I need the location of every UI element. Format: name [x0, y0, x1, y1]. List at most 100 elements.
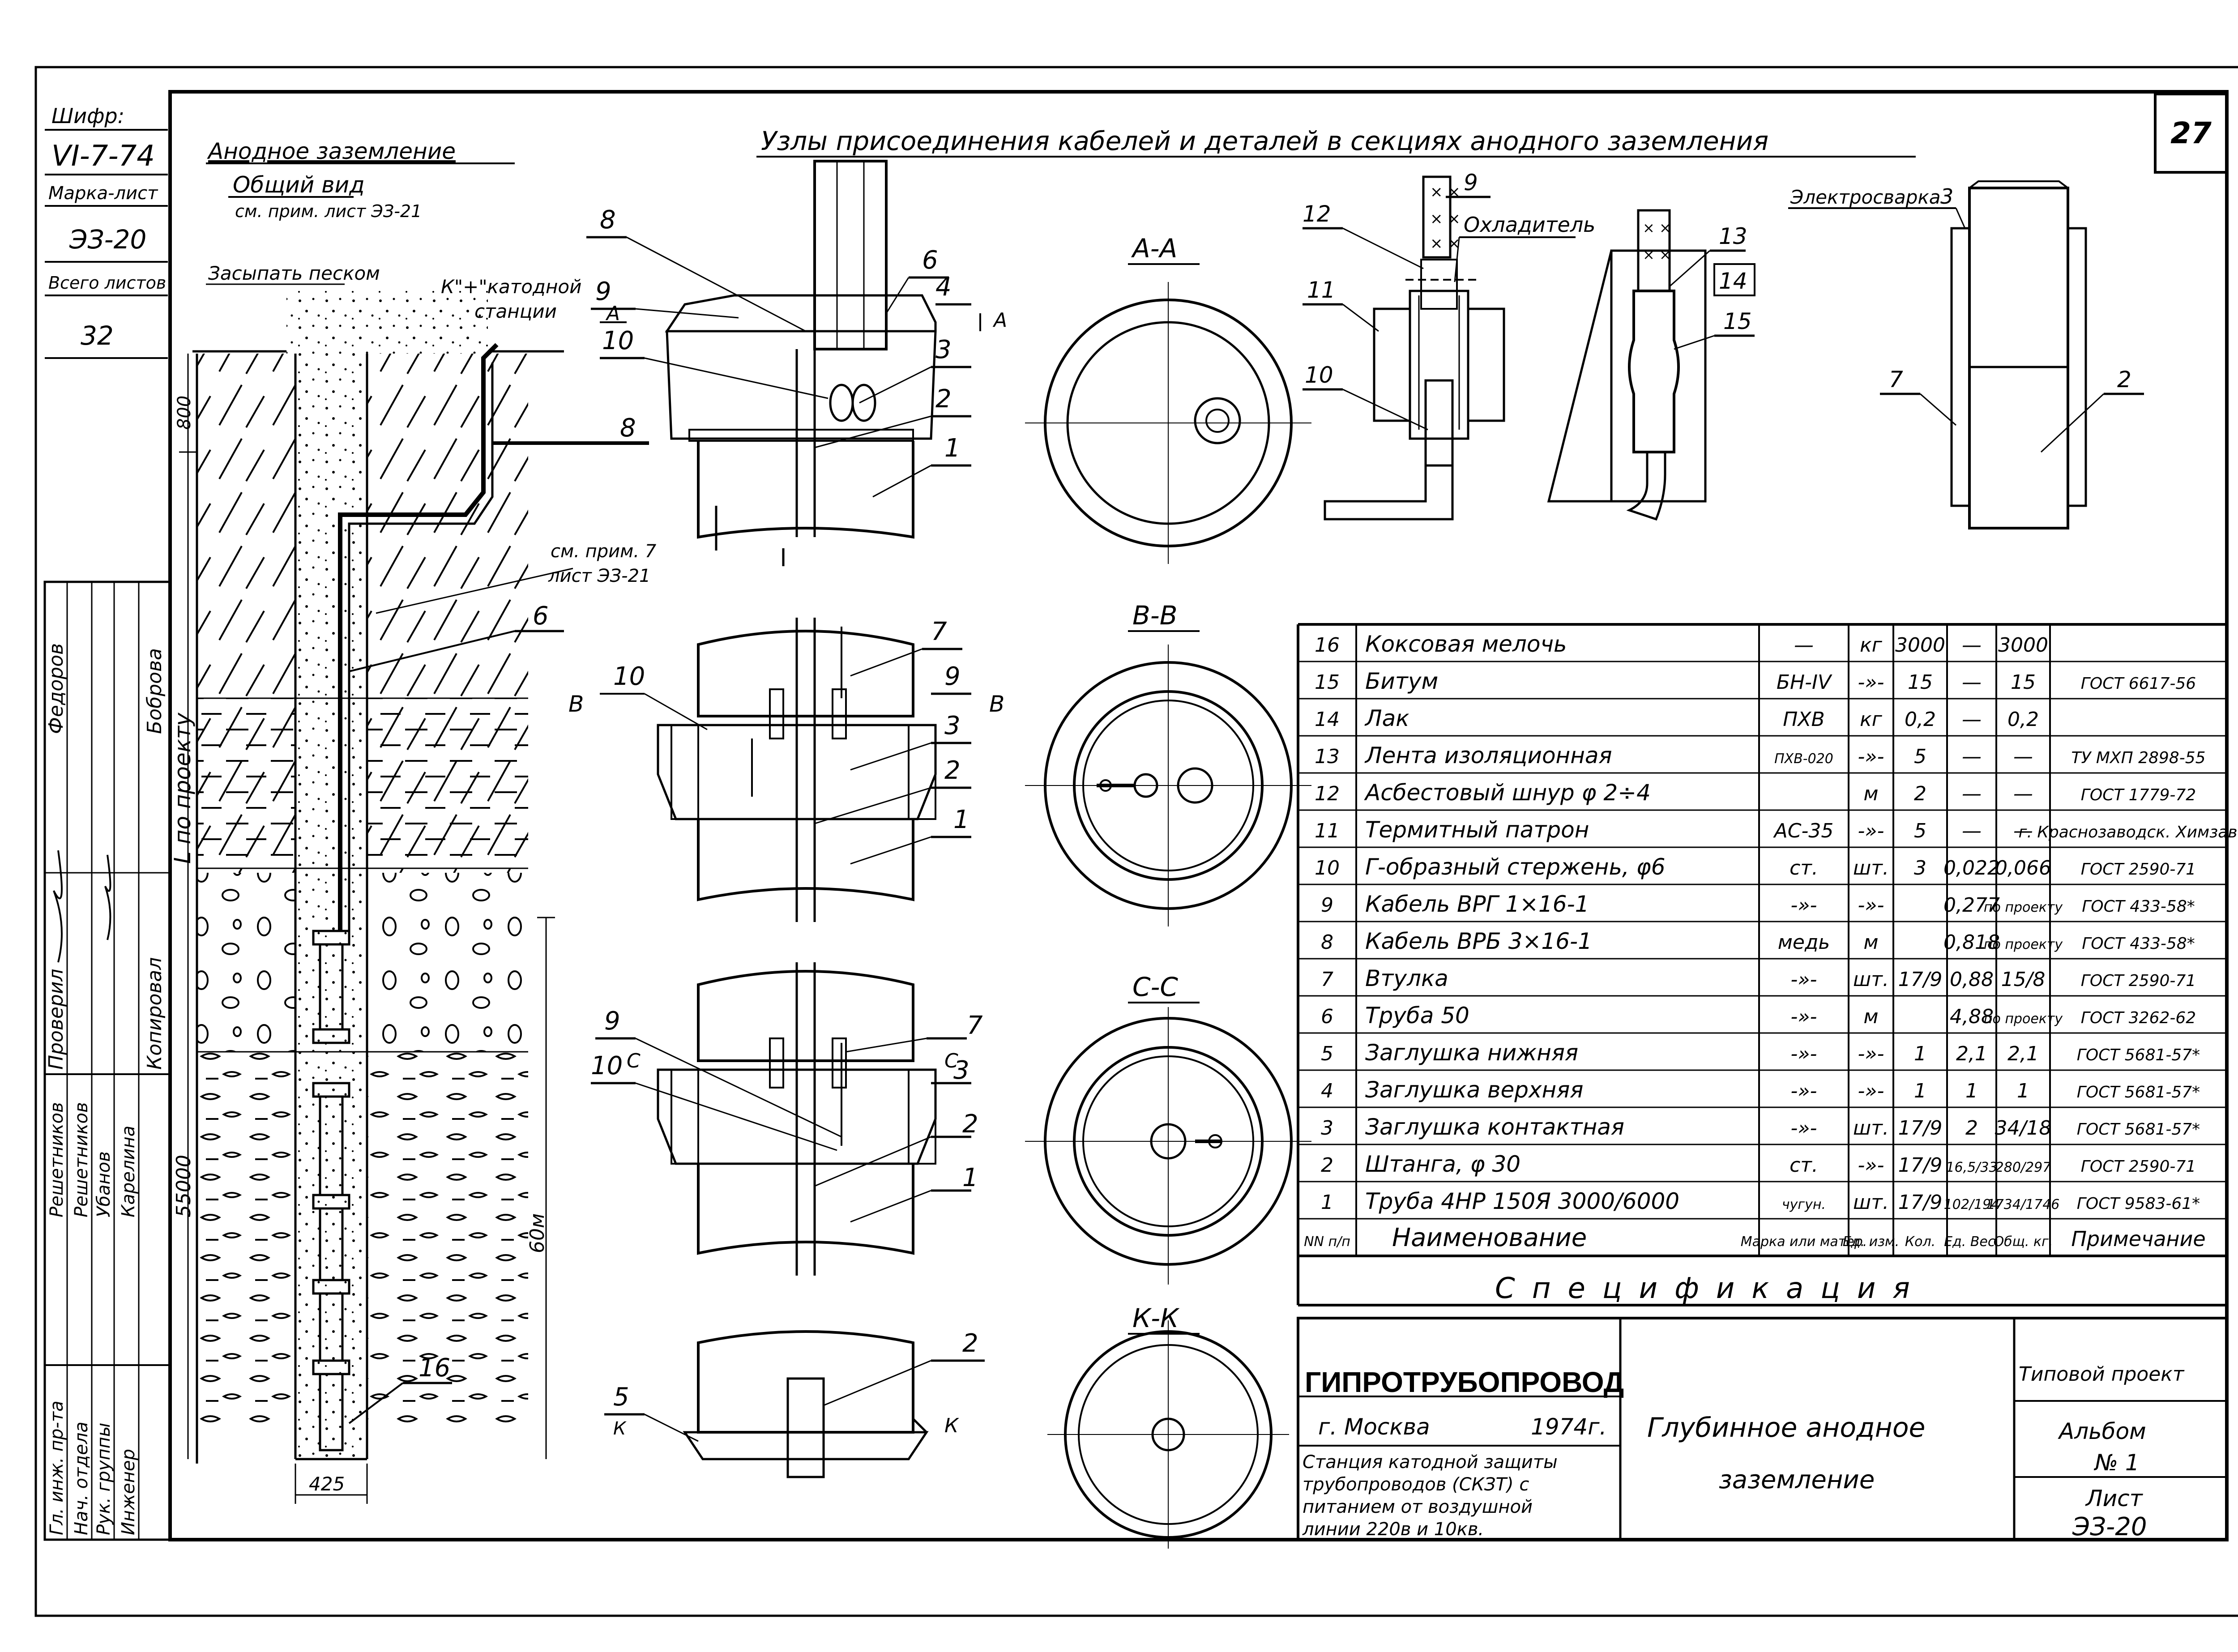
total-label: Всего листов [48, 273, 166, 293]
spec-cell-5-qty: 1 [1914, 1042, 1926, 1065]
tb-sheet-label: Лист [2085, 1486, 2144, 1511]
outer-frame [34, 66, 2238, 1617]
spec-cell-16-n: 16 [1315, 634, 1340, 657]
svg-text:× ×: × × [1430, 183, 1461, 201]
spec-cell-13-total_w: — [2013, 745, 2033, 768]
det-2: 2 [2117, 367, 2131, 393]
spec-cell-3-qty: 17/9 [1898, 1117, 1943, 1140]
spec-cell-15-unit: -»- [1858, 671, 1884, 694]
spec-cell-8-total_w: по проекту [1984, 937, 2063, 952]
spec-cell-8-name: Кабель ВРБ 3×16-1 [1365, 928, 1592, 954]
spec-cell-2-unit_w: 16,5/33 [1946, 1160, 1997, 1175]
spec-cell-13-note: ТУ МХП 2898-55 [2071, 749, 2205, 767]
spec-cell-9-note: ГОСТ 433-58* [2082, 897, 2195, 916]
spec-cell-2-unit: -»- [1858, 1154, 1884, 1177]
n2-c7: 7 [931, 617, 947, 646]
section-cc: С-С [1025, 972, 1311, 1285]
spec-cell-7-name: Втулка [1365, 965, 1448, 991]
cipher-value: VI-7-74 [51, 140, 155, 173]
spec-cell-1-note: ГОСТ 9583-61* [2077, 1195, 2200, 1213]
sheet-number: 27 [2170, 116, 2212, 150]
spec-cell-10-n: 10 [1315, 857, 1340, 879]
spec-cell-11-qty: 5 [1914, 820, 1926, 842]
cc-label: С-С [1132, 972, 1178, 1002]
spec-cell-12-n: 12 [1315, 782, 1340, 805]
spec-cell-13-qty: 5 [1914, 745, 1926, 768]
role-engineer: Инженер [118, 1449, 139, 1535]
name-bobrova: Боброва [143, 648, 166, 734]
spec-header-total_w: Общ. кг. [1994, 1234, 2053, 1250]
spec-cell-13-mark: ПХВ-020 [1774, 751, 1833, 767]
det-9: 9 [1464, 170, 1478, 196]
n3-c9: 9 [604, 1007, 620, 1036]
spec-cell-10-name: Г-образный стержень, φ6 [1365, 854, 1666, 880]
gv-callout-8: 8 [620, 414, 636, 443]
spec-header-mark: Марка или матер. [1741, 1234, 1867, 1250]
n3-c3: 3 [953, 1056, 970, 1085]
spec-cell-16-total_w: 3000 [1998, 634, 2048, 657]
spec-cell-14-qty: 0,2 [1905, 708, 1936, 731]
spec-cell-2-name: Штанга, φ 30 [1365, 1151, 1520, 1177]
node-3-callouts: 9 10 С 7 С 3 2 1 [591, 1007, 983, 1223]
spec-cell-3-name: Заглушка контактная [1365, 1114, 1624, 1140]
spec-cell-1-n: 1 [1321, 1191, 1333, 1214]
det-cooler: Охладитель [1464, 213, 1595, 237]
gv-callout-6: 6 [533, 602, 549, 631]
node-2-section [657, 618, 937, 922]
svg-text:× ×: × × [1643, 219, 1671, 236]
spec-cell-15-unit_w: — [1962, 671, 1982, 694]
spec-cell-9-unit_w: 0,277 [1943, 894, 2000, 917]
det-12: 12 [1303, 201, 1331, 227]
spec-cell-5-unit_w: 2,1 [1956, 1042, 1987, 1065]
mark-label: Марка-лист [48, 183, 158, 204]
handwritten-signature-1 [53, 850, 63, 963]
det-3: 3 [1940, 184, 1953, 209]
spec-cell-7-unit_w: 0,88 [1950, 968, 1994, 991]
cipher-column: Шифр: VI-7-74 Марка-лист ЭЗ-20 Всего лис… [45, 104, 168, 359]
spec-cell-15-n: 15 [1315, 671, 1340, 694]
role-group-lead: Рук. группы [94, 1423, 114, 1535]
spec-cell-4-note: ГОСТ 5681-57* [2077, 1083, 2200, 1101]
spec-cell-11-mark: АС-35 [1773, 820, 1834, 842]
spec-cell-1-unit_w: 102/194 [1944, 1197, 2000, 1212]
spec-cell-3-unit_w: 2 [1965, 1117, 1978, 1140]
spec-cell-8-mark: медь [1778, 931, 1830, 954]
spec-header-unit: Ед. изм. [1843, 1234, 1899, 1250]
n1-c2: 2 [935, 384, 952, 414]
spec-cell-1-total_w: 1734/1746 [1987, 1197, 2060, 1212]
spec-cell-3-mark: -»- [1791, 1117, 1817, 1140]
n1-c1: 1 [944, 434, 961, 463]
section-bb: В-В [1025, 600, 1311, 926]
n2-c1: 1 [953, 805, 970, 834]
n3-c7: 7 [967, 1011, 983, 1040]
spec-cell-14-n: 14 [1315, 708, 1340, 731]
svg-text:× ×: × × [1643, 246, 1671, 263]
tb-city: г. Москва [1318, 1414, 1430, 1440]
role-chief-engineer: Гл. инж. пр-та [47, 1400, 67, 1535]
det-10: 10 [1305, 362, 1333, 388]
gv-note7-1: см. прим. 7 [551, 541, 657, 562]
spec-cell-16-name: Коксовая мелочь [1365, 631, 1567, 657]
n1-a-right: А [992, 309, 1007, 332]
spec-header-qty: Кол. [1905, 1234, 1935, 1250]
n4-k-left: К [613, 1418, 627, 1439]
spec-cell-4-n: 4 [1321, 1080, 1333, 1102]
tb-drawing-2: заземление [1719, 1465, 1875, 1494]
spec-cell-3-unit: шт. [1853, 1117, 1889, 1140]
spec-cell-4-mark: -»- [1791, 1080, 1817, 1102]
spec-cell-8-unit_w: 0,818 [1943, 931, 2000, 954]
spec-cell-12-unit: м [1863, 782, 1878, 805]
svg-text:× ×: × × [1430, 210, 1461, 228]
spec-cell-2-total_w: 280/297 [1995, 1160, 2051, 1175]
tb-org: ГИПРОТРУБОПРОВОД [1305, 1366, 1624, 1398]
total-value: 32 [81, 320, 114, 351]
dim-425: 425 [309, 1473, 345, 1495]
n1-c3: 3 [935, 335, 952, 364]
detail-weld: Электросварка 3 7 2 [1788, 180, 2144, 529]
n2-c9: 9 [944, 662, 961, 691]
name-karelina: Карелина [118, 1126, 139, 1217]
spec-cell-10-unit: шт. [1853, 857, 1889, 879]
gv-sand-note: Засыпать песком [208, 262, 380, 284]
dim-project: L по проекту [170, 712, 196, 864]
